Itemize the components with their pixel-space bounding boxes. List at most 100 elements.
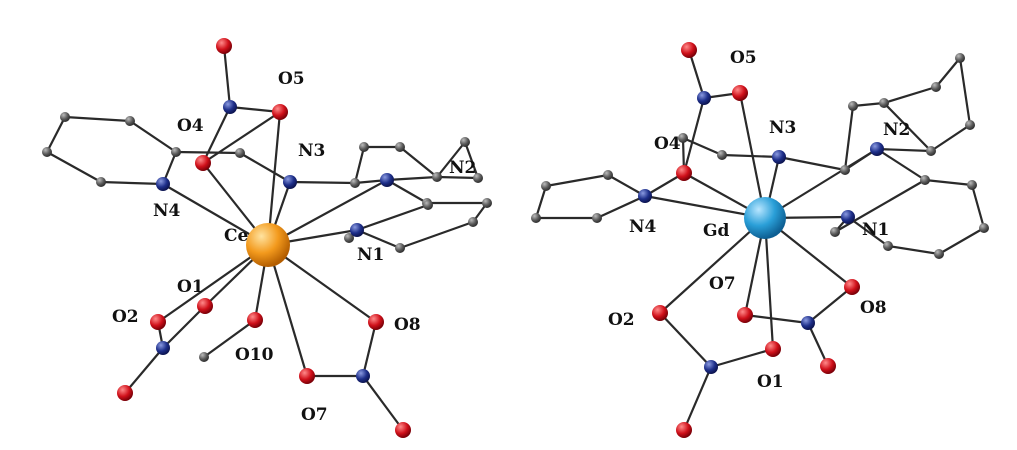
atom-label: O5: [278, 69, 305, 89]
bond-b3-b4: [544, 173, 610, 188]
oxygen-atom: [272, 104, 288, 120]
oxygen-atom: [681, 42, 697, 58]
bond-a15-N1: [355, 228, 402, 250]
bond-b7-b8: [843, 104, 855, 172]
carbon-atom: [531, 213, 541, 223]
bond-O10-a19: [202, 318, 257, 359]
atom-label: N3: [298, 141, 325, 161]
carbon-atom: [235, 148, 245, 158]
carbon-atom: [171, 147, 181, 157]
oxygen-atom: [676, 422, 692, 438]
carbon-atom: [920, 175, 930, 185]
carbon-atom: [840, 165, 850, 175]
atom-label: O2: [112, 307, 139, 327]
bond-b16-b17: [937, 226, 986, 256]
carbon-atom: [96, 177, 106, 187]
carbon-atom: [482, 198, 492, 208]
atom-label: O10: [235, 345, 274, 365]
carbon-atom: [473, 173, 483, 183]
carbon-atom: [592, 213, 602, 223]
oxygen-atom: [820, 358, 836, 374]
oxygen-atom: [732, 85, 748, 101]
carbon-atom: [359, 142, 369, 152]
carbon-atom: [931, 82, 941, 92]
bond-a11-a12: [463, 140, 480, 180]
bond-a10-a11: [435, 140, 467, 179]
bond-N1-a17: [355, 203, 430, 232]
gadolinium-complex-atoms: [531, 42, 989, 438]
bond-b2-b3: [534, 184, 548, 220]
nitrogen-atom: [350, 223, 364, 237]
bond-b9-b10: [882, 85, 938, 105]
atom-label: O8: [860, 298, 887, 318]
atom-label: O2: [608, 310, 635, 330]
carbon-atom: [344, 233, 354, 243]
nitrogen-atom: [772, 150, 786, 164]
bond-N2-b13: [875, 147, 933, 153]
bond-a13-a15: [398, 220, 475, 250]
bond-Nb-Ot2: [682, 365, 713, 432]
bond-b11-b12: [958, 56, 972, 127]
nitrogen-atom: [156, 341, 170, 355]
oxygen-atom: [299, 368, 315, 384]
bond-a4-a5: [128, 119, 178, 154]
bond-N3-b7: [777, 155, 847, 172]
bond-b5-b6: [681, 136, 724, 157]
carbon-atom: [395, 243, 405, 253]
carbon-atom: [717, 150, 727, 160]
bond-N2-b14: [875, 147, 927, 182]
bond-b14-b15: [923, 178, 974, 187]
bond-a5-a6: [174, 150, 242, 155]
bond-O5-O4: [201, 110, 282, 165]
bond-Na-O4: [201, 105, 232, 165]
bond-O2-Nb: [658, 311, 713, 369]
atom-label: N4: [153, 201, 181, 221]
carbon-atom: [678, 133, 688, 143]
bond-b12-b13: [929, 123, 972, 153]
nitrogen-atom: [801, 316, 815, 330]
carbon-atom: [926, 146, 936, 156]
bond-b4-N4: [606, 173, 647, 198]
atom-label: O7: [709, 274, 736, 294]
bond-Nc-O8: [806, 285, 854, 325]
nitrogen-atom: [704, 360, 718, 374]
atom-label: N4: [629, 217, 657, 237]
carbon-atom: [830, 227, 840, 237]
nitrogen-atom: [697, 91, 711, 105]
atom-label: N2: [883, 120, 910, 140]
metal-center: [246, 223, 290, 267]
bond-b8-b9: [851, 101, 886, 108]
cerium-complex-atoms: [42, 38, 492, 438]
bond-Gd-O2: [658, 216, 767, 315]
bond-a7-a8: [353, 145, 366, 185]
atom-label: O7: [301, 405, 328, 425]
bond-Nb-O1: [709, 347, 775, 369]
bond-Na-O5: [228, 105, 282, 114]
bond-Ot1-Na: [687, 48, 706, 100]
carbon-atom: [60, 112, 70, 122]
bond-a1-a2: [45, 150, 103, 184]
atom-label: O4: [177, 116, 204, 136]
bond-Ce-O5: [266, 110, 282, 247]
carbon-atom: [879, 98, 889, 108]
bond-Ce-N2: [266, 178, 389, 247]
bond-O7-Nc: [743, 313, 810, 325]
nitrogen-atom: [356, 369, 370, 383]
oxygen-atom: [195, 155, 211, 171]
nitrogen-atom: [380, 173, 394, 187]
bond-Ot1-Na: [222, 44, 232, 109]
bond-a6-N3: [238, 151, 292, 184]
atom-label: N3: [769, 118, 796, 138]
oxygen-atom: [368, 314, 384, 330]
carbon-atom: [395, 142, 405, 152]
bond-b10-b11: [934, 56, 962, 89]
atom-label: O1: [177, 277, 204, 297]
atom-label: O1: [757, 372, 784, 392]
carbon-atom: [199, 352, 209, 362]
bond-Nc-Ot3: [361, 374, 405, 432]
bond-Gd-O1: [763, 216, 775, 351]
